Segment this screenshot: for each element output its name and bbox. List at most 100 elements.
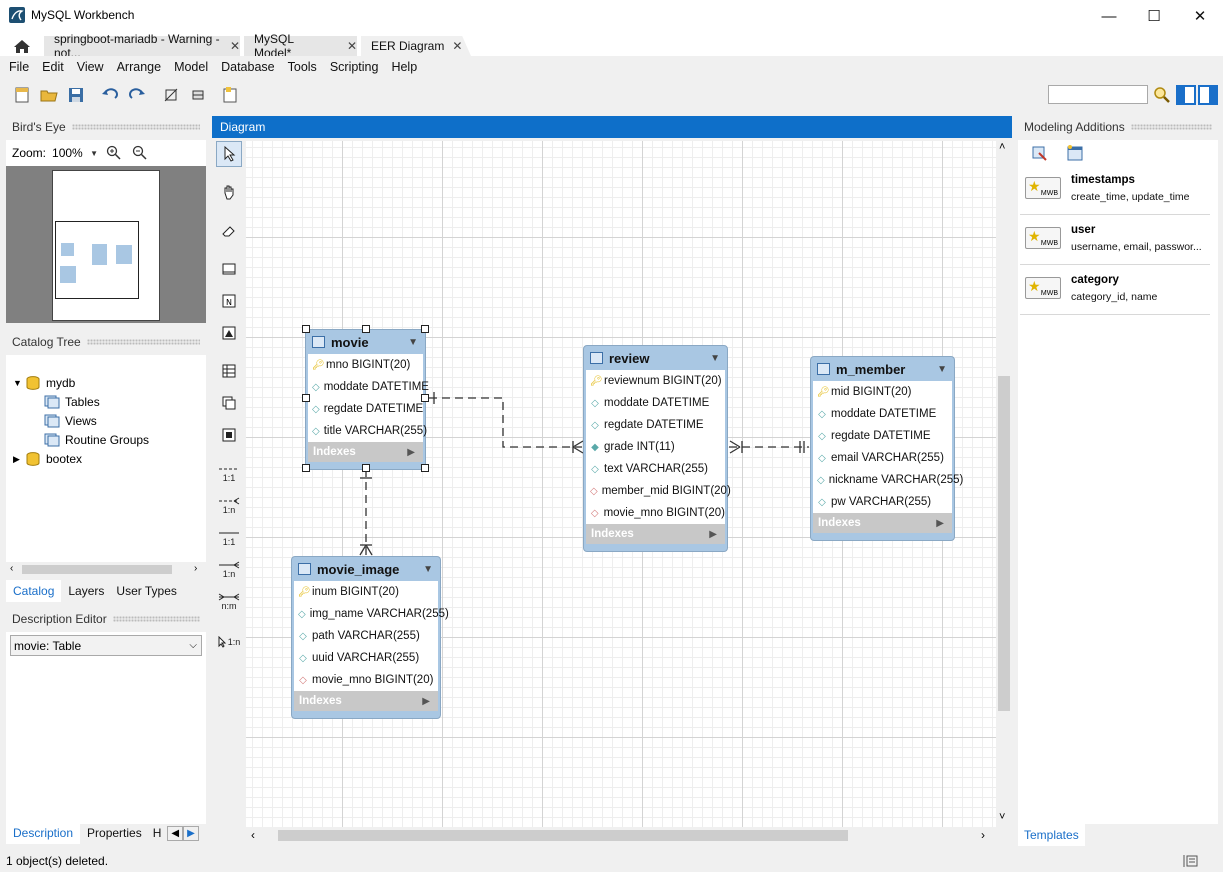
relation-1-n-tool[interactable]: 1:n — [216, 493, 242, 519]
birds-eye-viewport[interactable] — [55, 221, 139, 299]
menu-edit[interactable]: Edit — [42, 60, 64, 74]
note-tool[interactable]: N — [216, 288, 242, 314]
table-row[interactable]: ◇movie_mno BIGINT(20) — [590, 507, 725, 519]
table-row[interactable]: ◇regdate DATETIME — [818, 430, 931, 442]
er-table-movie-image[interactable]: movie_image ▼ 🔑︎inum BIGINT(20) ◇img_nam… — [291, 556, 449, 719]
relation-n-m-tool[interactable]: n:m — [216, 589, 242, 615]
toggle-grid-button[interactable] — [161, 85, 181, 105]
birds-eye-preview[interactable] — [6, 166, 206, 323]
tab-properties[interactable]: Properties — [87, 826, 142, 840]
table-header[interactable]: m_member ▼ — [811, 357, 954, 381]
collapse-triangle-icon[interactable]: ▼ — [710, 352, 720, 364]
layer-tool[interactable] — [216, 256, 242, 282]
undo-button[interactable] — [100, 85, 120, 105]
resize-handle[interactable] — [421, 325, 429, 333]
collapse-triangle-icon[interactable]: ▼ — [937, 363, 947, 375]
template-item-user[interactable]: ★ MWB user username, email, passwor... — [1020, 215, 1210, 265]
scrollbar-thumb[interactable] — [998, 376, 1010, 711]
resize-handle[interactable] — [362, 464, 370, 472]
save-model-button[interactable] — [66, 85, 86, 105]
indexes-bar[interactable]: Indexes▶ — [586, 524, 725, 544]
scroll-left-icon[interactable]: ‹ — [10, 563, 14, 574]
close-button[interactable]: ✕ — [1177, 0, 1223, 32]
tree-node-views[interactable]: Views — [44, 414, 97, 428]
menu-scripting[interactable]: Scripting — [329, 60, 379, 74]
select-tool[interactable] — [216, 141, 242, 167]
table-row[interactable]: ◇moddate DATETIME — [818, 408, 937, 420]
table-header[interactable]: review ▼ — [584, 346, 727, 370]
table-row[interactable]: ◇regdate DATETIME — [591, 419, 704, 431]
table-row[interactable]: ◇regdate DATETIME — [312, 403, 424, 415]
table-row[interactable]: ◇movie_mno BIGINT(20) — [299, 674, 434, 686]
tab-layers[interactable]: Layers — [68, 584, 105, 598]
resize-handle[interactable] — [302, 325, 310, 333]
eraser-tool[interactable] — [216, 218, 242, 244]
table-row[interactable]: ◇email VARCHAR(255) — [818, 452, 944, 464]
table-row[interactable]: ◇path VARCHAR(255) — [299, 630, 420, 642]
er-table-m-member[interactable]: m_member ▼ 🔑︎mid BIGINT(20) ◇moddate DAT… — [810, 356, 964, 541]
catalog-horizontal-scrollbar[interactable]: ‹ › — [6, 562, 206, 577]
menu-view[interactable]: View — [76, 60, 104, 74]
output-toggle-button[interactable] — [1180, 853, 1202, 869]
table-row[interactable]: ◇title VARCHAR(255) — [312, 425, 428, 437]
table-row[interactable]: ◇text VARCHAR(255) — [591, 463, 708, 475]
table-row[interactable]: 🔑︎mid BIGINT(20) — [817, 386, 912, 398]
maximize-button[interactable]: ☐ — [1131, 0, 1177, 32]
tree-node-tables[interactable]: Tables — [44, 395, 100, 409]
minimize-button[interactable]: — — [1086, 0, 1132, 32]
new-diagram-button[interactable] — [220, 85, 240, 105]
table-row[interactable]: 🔑︎mno BIGINT(20) — [312, 359, 411, 371]
menu-model[interactable]: Model — [174, 60, 209, 74]
redo-button[interactable] — [127, 85, 147, 105]
close-tab-icon[interactable]: ✕ — [229, 39, 240, 53]
zoom-out-icon[interactable] — [132, 145, 148, 161]
scroll-right-icon[interactable]: › — [981, 828, 985, 842]
search-input[interactable] — [1048, 85, 1148, 104]
tab-description[interactable]: Description — [6, 822, 81, 844]
menu-arrange[interactable]: Arrange — [116, 60, 162, 74]
table-row[interactable]: ◇moddate DATETIME — [591, 397, 710, 409]
apply-template-button[interactable] — [1028, 142, 1050, 164]
indexes-bar[interactable]: Indexes▶ — [308, 442, 423, 462]
routine-group-tool[interactable] — [216, 422, 242, 448]
table-row[interactable]: ◆grade INT(11) — [591, 441, 675, 453]
table-row[interactable]: ◇member_mid BIGINT(20) — [590, 485, 731, 497]
tab-eer-diagram[interactable]: EER Diagram✕ — [361, 36, 471, 56]
table-row[interactable]: ◇pw VARCHAR(255) — [818, 496, 932, 508]
menu-database[interactable]: Database — [221, 60, 275, 74]
tab-scroll-left-icon[interactable]: ◀ — [167, 825, 184, 841]
collapse-triangle-icon[interactable]: ▼ — [423, 563, 433, 575]
tab-catalog[interactable]: Catalog — [6, 580, 62, 602]
er-table-review[interactable]: review ▼ 🔑︎reviewnum BIGINT(20) ◇moddate… — [583, 345, 731, 552]
tree-node-bootex[interactable]: ▶ bootex — [13, 452, 83, 466]
tab-springboot-mariadb[interactable]: springboot-mariadb - Warning - not...✕ — [44, 32, 240, 60]
image-tool[interactable] — [216, 320, 242, 346]
relation-1-1-tool[interactable]: 1:1 — [216, 461, 242, 487]
indexes-bar[interactable]: Indexes▶ — [294, 691, 438, 711]
menu-help[interactable]: Help — [391, 60, 418, 74]
resize-handle[interactable] — [302, 394, 310, 402]
tab-templates[interactable]: Templates — [1018, 824, 1085, 846]
er-table-movie[interactable]: movie ▼ 🔑︎mno BIGINT(20) ◇moddate DATETI… — [305, 329, 429, 470]
home-tab[interactable] — [10, 36, 34, 56]
search-button[interactable] — [1152, 85, 1172, 105]
table-header[interactable]: movie ▼ — [306, 330, 425, 354]
resize-handle[interactable] — [421, 464, 429, 472]
table-tool[interactable] — [216, 358, 242, 384]
view-tool[interactable] — [216, 390, 242, 416]
scrollbar-thumb[interactable] — [22, 565, 172, 574]
hand-tool[interactable] — [216, 179, 242, 205]
tab-history[interactable]: H — [152, 826, 162, 840]
table-row[interactable]: ◇img_name VARCHAR(255) — [298, 608, 449, 620]
toggle-page-grid-button[interactable] — [188, 85, 208, 105]
scrollbar-thumb[interactable] — [278, 830, 848, 841]
template-item-category[interactable]: ★ MWB category category_id, name — [1020, 265, 1210, 315]
table-header[interactable]: movie_image ▼ — [292, 557, 440, 581]
collapse-triangle-icon[interactable]: ▼ — [408, 336, 418, 348]
menu-tools[interactable]: Tools — [287, 60, 317, 74]
scroll-left-icon[interactable]: ‹ — [251, 828, 255, 842]
table-row[interactable]: ◇nickname VARCHAR(255) — [817, 474, 964, 486]
relation-1-n-identifying-tool[interactable]: 1:n — [216, 557, 242, 583]
template-item-timestamps[interactable]: ★ MWB timestamps create_time, update_tim… — [1020, 165, 1210, 215]
zoom-select[interactable]: 100%▼ — [52, 146, 99, 160]
